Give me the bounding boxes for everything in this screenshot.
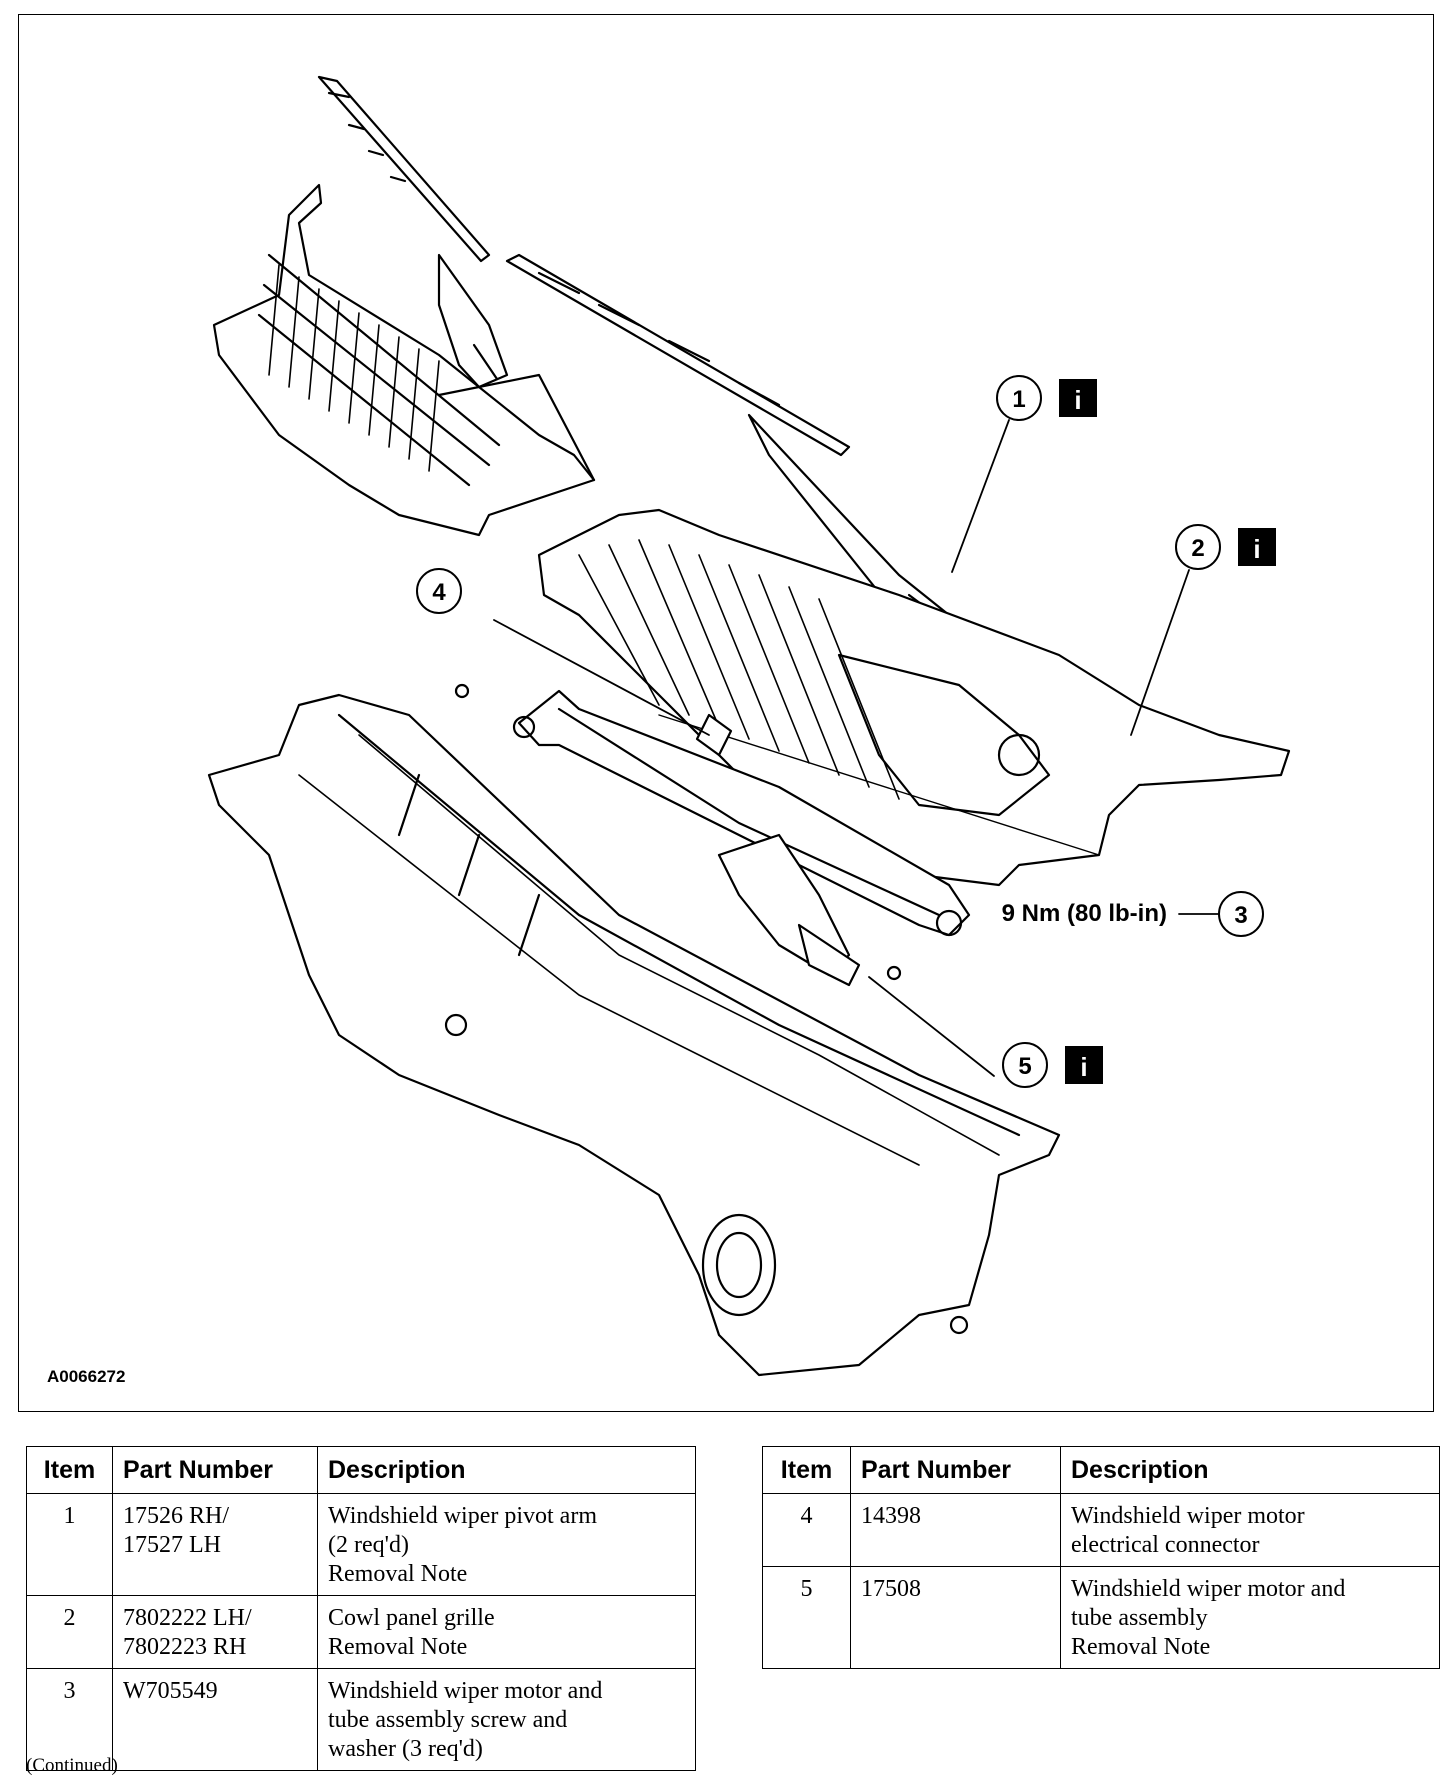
header-part-number: Part Number <box>850 1446 1061 1494</box>
description-cell: Windshield wiper pivot arm (2 req'd) Rem… <box>317 1493 696 1596</box>
info-icon-label: i <box>1080 1052 1087 1082</box>
header-description: Description <box>317 1446 696 1494</box>
cowl-body <box>207 693 1061 1377</box>
callout-4: 4 <box>416 568 462 614</box>
callout-2: 2 i <box>1175 524 1276 570</box>
removal-note[interactable]: Removal Note <box>328 1634 468 1660</box>
leader-lines <box>493 419 1220 1077</box>
table-row: 2 7802222 LH/ 7802223 RH Cowl panel gril… <box>26 1595 696 1669</box>
description-cell: Cowl panel grille Removal Note <box>317 1595 696 1669</box>
callout-4-number: 4 <box>432 579 446 606</box>
info-icon[interactable] <box>1059 379 1097 417</box>
parts-table-right: Item Part Number Description 4 14398 Win… <box>762 1446 1440 1669</box>
removal-note[interactable]: Removal Note <box>1071 1634 1211 1660</box>
callout-5-number: 5 <box>1018 1053 1031 1080</box>
item-cell: 5 <box>762 1566 851 1669</box>
part-number-cell: 7802222 LH/ 7802223 RH <box>112 1595 318 1669</box>
right-cowl-grille <box>537 508 1291 887</box>
left-cowl-grille <box>212 183 596 537</box>
callout-1-number: 1 <box>1012 386 1025 413</box>
header-part-number: Part Number <box>112 1446 318 1494</box>
part-number-line: 17527 LH <box>123 1532 221 1558</box>
part-number-cell: 14398 <box>850 1493 1061 1567</box>
part-number-cell: W705549 <box>112 1668 318 1771</box>
table-row: 5 17508 Windshield wiper motor and tube … <box>762 1566 1440 1669</box>
item-cell: 4 <box>762 1493 851 1567</box>
exploded-view-figure: 1 i 2 i 9 Nm (80 lb-in) 3 4 5 i A <box>18 14 1434 1412</box>
table-row: 4 14398 Windshield wiper motor electrica… <box>762 1493 1440 1567</box>
torque-label: 9 Nm (80 lb-in) <box>1002 900 1167 927</box>
wiper-linkage <box>454 683 971 987</box>
item-cell: 1 <box>26 1493 113 1596</box>
description-line: Windshield wiper motor <box>1071 1503 1305 1529</box>
item-cell: 3 <box>26 1668 113 1771</box>
table-header-row: Item Part Number Description <box>762 1446 1440 1494</box>
table-header-row: Item Part Number Description <box>26 1446 696 1494</box>
description-line: tube assembly screw and <box>328 1707 568 1733</box>
continued-note: (Continued) <box>26 1755 118 1776</box>
header-item: Item <box>26 1446 113 1494</box>
description-cell: Windshield wiper motor electrical connec… <box>1060 1493 1440 1567</box>
removal-note[interactable]: Removal Note <box>328 1561 468 1587</box>
table-row: 3 W705549 Windshield wiper motor and tub… <box>26 1668 696 1771</box>
item-cell: 2 <box>26 1595 113 1669</box>
description-line: tube assembly <box>1071 1605 1208 1631</box>
description-line: (2 req'd) <box>328 1532 409 1558</box>
parts-table-left: Item Part Number Description 1 17526 RH/… <box>26 1446 696 1771</box>
header-item: Item <box>762 1446 851 1494</box>
wiper-assembly-drawing: 1 i 2 i 9 Nm (80 lb-in) 3 4 5 i <box>207 75 1291 1377</box>
description-line: Windshield wiper motor and <box>328 1678 603 1704</box>
part-number-cell: 17508 <box>850 1566 1061 1669</box>
part-number-line: 14398 <box>861 1503 921 1529</box>
description-line: Cowl panel grille <box>328 1605 495 1631</box>
description-cell: Windshield wiper motor and tube assembly… <box>1060 1566 1440 1669</box>
figure-id: A0066272 <box>47 1367 126 1386</box>
info-icon-label: i <box>1253 534 1260 564</box>
callout-1: 1 i <box>996 375 1097 421</box>
description-line: Windshield wiper pivot arm <box>328 1503 597 1529</box>
info-icon[interactable] <box>1065 1046 1103 1084</box>
callout-2-number: 2 <box>1191 535 1204 562</box>
description-line: washer (3 req'd) <box>328 1736 483 1762</box>
description-line: electrical connector <box>1071 1532 1260 1558</box>
callout-3-number: 3 <box>1234 902 1247 929</box>
callout-3: 9 Nm (80 lb-in) 3 <box>1002 891 1264 937</box>
info-icon[interactable] <box>1238 528 1276 566</box>
info-icon-label: i <box>1074 385 1081 415</box>
table-row: 1 17526 RH/ 17527 LH Windshield wiper pi… <box>26 1493 696 1596</box>
callout-5: 5 i <box>1002 1042 1103 1088</box>
header-description: Description <box>1060 1446 1440 1494</box>
part-number-line: 17526 RH/ <box>123 1503 230 1529</box>
description-cell: Windshield wiper motor and tube assembly… <box>317 1668 696 1771</box>
part-number-line: 7802222 LH/ <box>123 1605 252 1631</box>
description-line: Windshield wiper motor and <box>1071 1576 1346 1602</box>
part-number-line: 7802223 RH <box>123 1634 247 1660</box>
part-number-cell: 17526 RH/ 17527 LH <box>112 1493 318 1596</box>
part-number-line: 17508 <box>861 1576 921 1602</box>
part-number-line: W705549 <box>123 1678 218 1704</box>
